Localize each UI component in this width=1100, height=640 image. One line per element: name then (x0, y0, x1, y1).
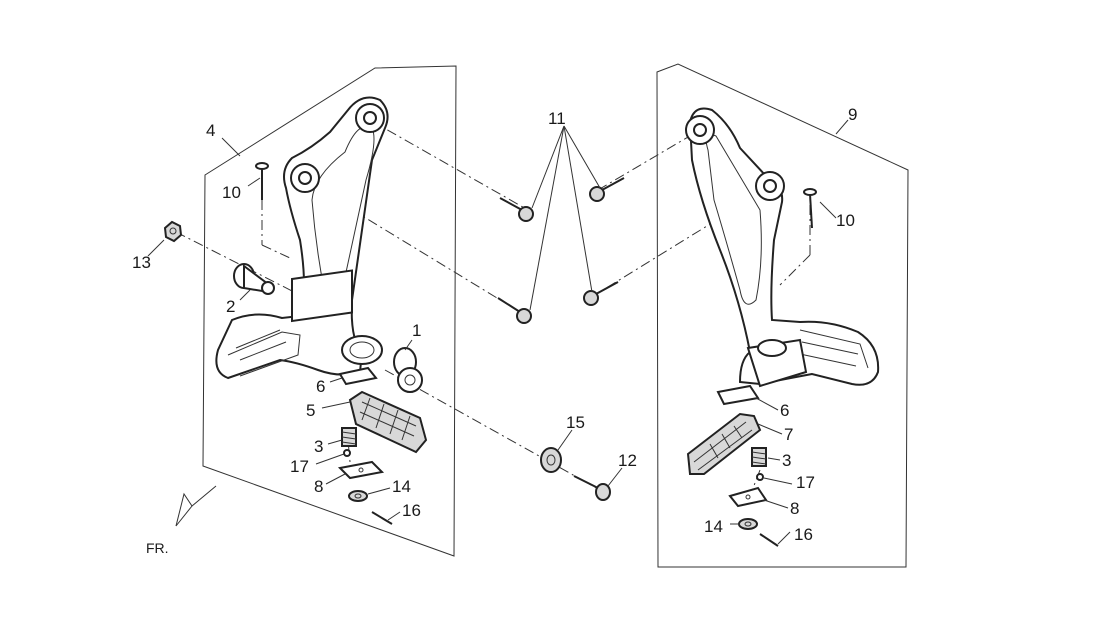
callout-12: 12 (618, 451, 637, 470)
front-direction-arrow: FR. (146, 485, 217, 556)
left-footrest-bracket (215, 96, 389, 380)
screw-16-left (371, 511, 393, 525)
callout-14-left: 14 (392, 477, 411, 496)
callout-10-left: 10 (222, 183, 241, 202)
callout-8-right: 8 (790, 499, 799, 518)
callout-16-right: 16 (794, 525, 813, 544)
leader-lines (147, 119, 849, 545)
callout-7: 7 (784, 425, 793, 444)
bolt-lower-left (497, 297, 532, 324)
plate-8-left (337, 460, 385, 480)
right-assembly-frame (656, 63, 909, 568)
callout-6-right: 6 (780, 401, 789, 420)
callout-10-right: 10 (836, 211, 855, 230)
footpeg-7-right (686, 412, 762, 475)
footpeg-5-left (348, 390, 428, 454)
bolt-lower-right (583, 281, 619, 306)
collar-2 (233, 263, 275, 295)
plate-6-left (338, 366, 378, 386)
plate-8-right (728, 486, 768, 508)
pin-10-right (803, 188, 817, 229)
callout-labels: 4 10 13 2 1 6 5 3 17 8 14 16 11 15 12 9 … (132, 105, 857, 544)
callout-15: 15 (566, 413, 585, 432)
callout-17-right: 17 (796, 473, 815, 492)
bushing-1 (393, 347, 423, 393)
callout-11: 11 (548, 109, 566, 128)
callout-17-left: 17 (290, 457, 309, 476)
callout-13: 13 (132, 253, 151, 272)
callout-2: 2 (226, 297, 235, 316)
callout-8-left: 8 (314, 477, 323, 496)
callout-9: 9 (848, 105, 857, 124)
plate-6-right (716, 384, 760, 406)
callout-16-left: 16 (402, 501, 421, 520)
callout-6-left: 6 (316, 377, 325, 396)
bolt-12 (573, 475, 611, 501)
washer-14-left (348, 490, 368, 502)
left-assembly-frame (202, 65, 457, 557)
callout-3-right: 3 (782, 451, 791, 470)
callout-3-left: 3 (314, 437, 323, 456)
ball-17-right (756, 473, 764, 481)
callout-4-left: 4 (206, 121, 215, 140)
spring-3-left (341, 427, 357, 447)
nut-13 (163, 220, 183, 243)
washer-14-right (738, 518, 758, 530)
right-footrest-bracket (685, 107, 880, 388)
spring-3-right (751, 447, 767, 467)
direction-label: FR. (146, 540, 169, 556)
bolt-upper-right (589, 177, 625, 202)
bolt-upper-left (499, 197, 534, 222)
screw-16-right (759, 533, 779, 547)
callout-1: 1 (412, 321, 421, 340)
ball-17-left (343, 449, 351, 457)
washer-15 (540, 447, 562, 473)
callout-5: 5 (306, 401, 315, 420)
callout-14-right: 14 (704, 517, 723, 536)
pin-10-left (255, 162, 269, 200)
